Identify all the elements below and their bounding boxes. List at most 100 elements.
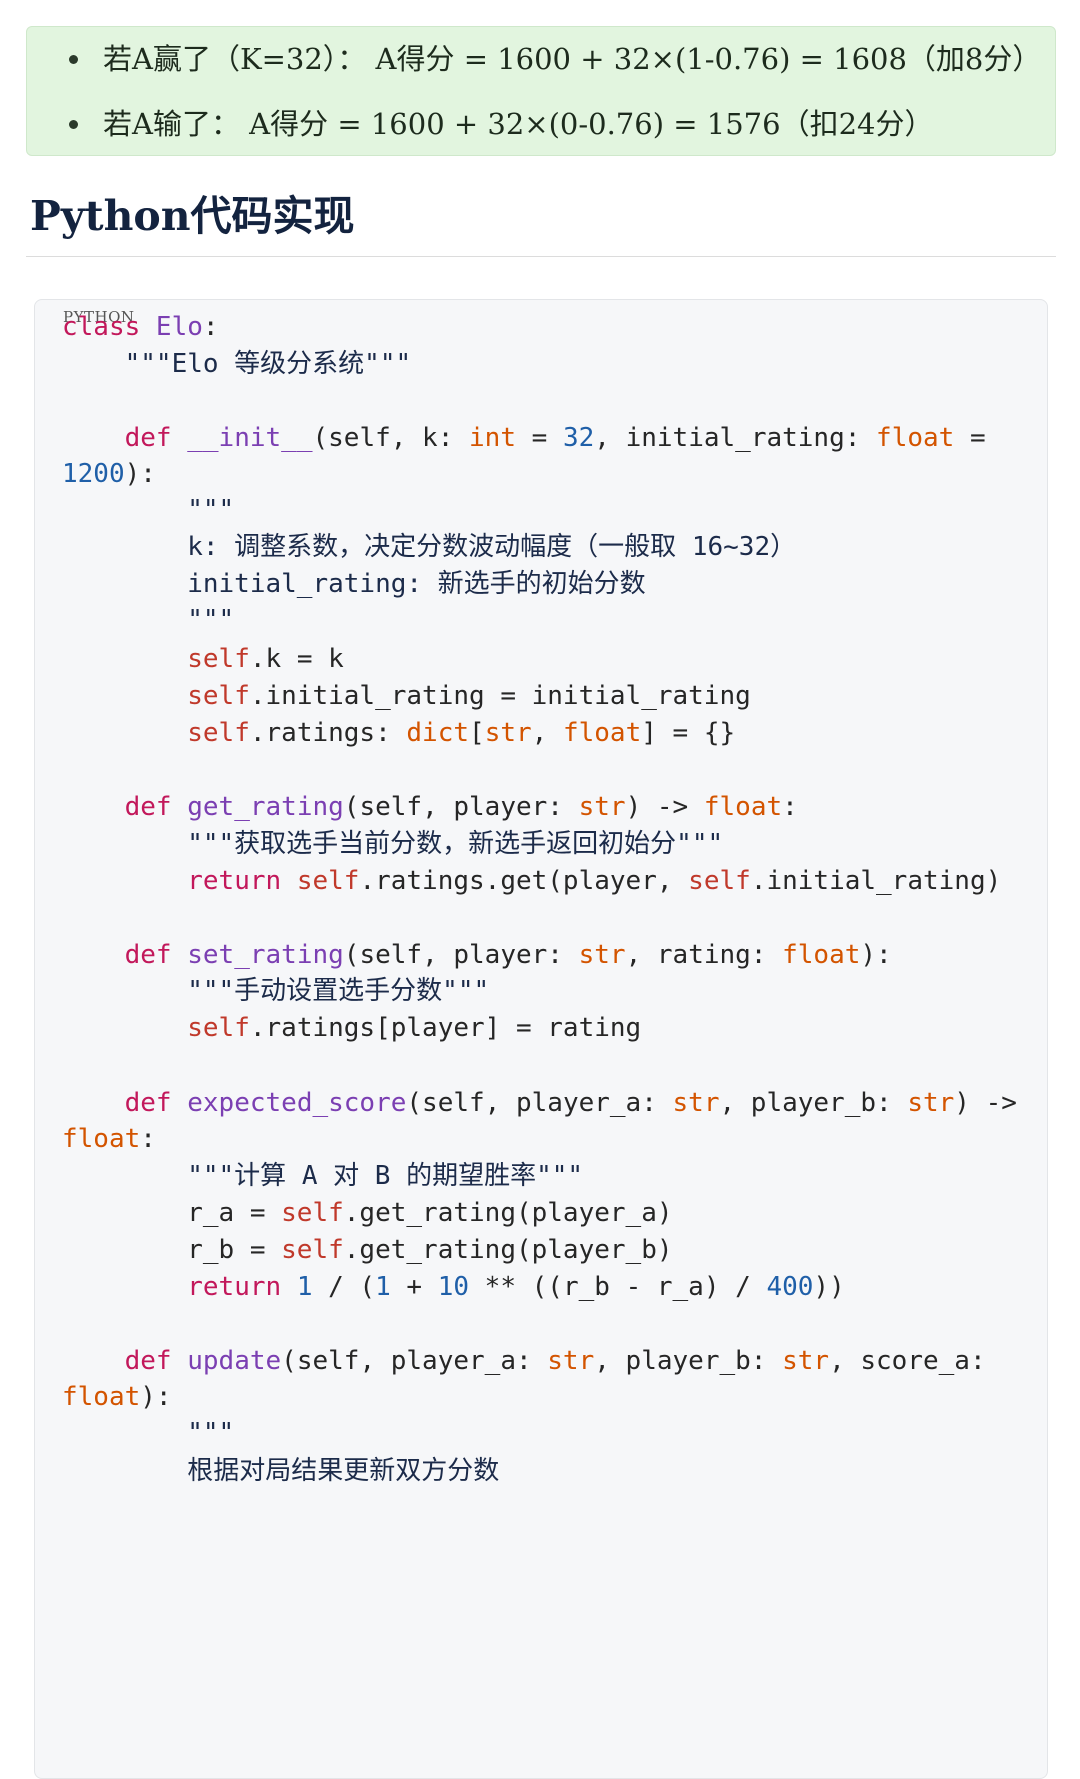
code-token: , initial_rating:	[594, 423, 877, 453]
code-token	[62, 866, 187, 896]
code-token: __init__	[187, 423, 313, 453]
code-token	[62, 792, 125, 822]
code-token: (self, player:	[343, 940, 579, 970]
code-token: ):	[124, 459, 156, 489]
code-token: .ratings.get(player,	[359, 866, 689, 896]
code-token: ** ((r_b - r_a) /	[469, 1272, 767, 1302]
code-token: float	[703, 792, 783, 822]
code-token: =	[516, 423, 563, 453]
code-line: """	[62, 603, 234, 637]
code-token: .initial_rating)	[750, 866, 1002, 896]
code-token: self	[296, 866, 360, 896]
code-line: r_a = self.get_rating(player_a)	[62, 1196, 672, 1230]
code-line: self.ratings: dict[str, float] = {}	[62, 716, 735, 750]
code-block[interactable]: PYTHON class Elo: """Elo 等级分系统""" def __…	[34, 299, 1048, 1779]
code-token: .get_rating(player_b)	[343, 1235, 673, 1265]
code-token: 10	[437, 1272, 470, 1302]
code-token	[62, 681, 187, 711]
code-token: self	[187, 644, 250, 674]
code-token: k: 调整系数，决定分数波动幅度（一般取 16~32）	[62, 532, 797, 562]
code-token: ):	[860, 940, 892, 970]
code-token	[62, 423, 125, 453]
code-token: 400	[766, 1272, 814, 1302]
code-token: str	[578, 792, 626, 822]
code-token: .k = k	[249, 644, 344, 674]
code-token: """	[62, 495, 235, 525]
code-token: ] = {}	[641, 718, 736, 748]
code-token: int	[469, 423, 516, 453]
code-token: str	[484, 718, 532, 748]
code-line: def update(self, player_a: str, player_b…	[62, 1344, 986, 1378]
section-heading: Python代码实现	[30, 192, 355, 240]
code-token: .ratings:	[249, 718, 407, 748]
code-token: initial_rating: 新选手的初始分数	[62, 569, 646, 599]
code-token: str	[672, 1088, 720, 1118]
bullet-dot-icon	[69, 55, 78, 64]
heading-divider	[26, 256, 1056, 257]
code-token: expected_score	[187, 1088, 407, 1118]
code-token: 根据对局结果更新双方分数	[62, 1456, 500, 1486]
code-token: return	[187, 1272, 297, 1302]
code-language-label: PYTHON	[63, 308, 135, 326]
code-token: def	[124, 792, 188, 822]
code-token	[62, 718, 187, 748]
code-token: set_rating	[187, 940, 344, 970]
code-token: float	[62, 1124, 141, 1154]
code-token: Elo	[155, 312, 203, 342]
code-line: def __init__(self, k: int = 32, initial_…	[62, 421, 986, 455]
code-line: def get_rating(self, player: str) -> flo…	[62, 790, 798, 824]
code-line: self.initial_rating = initial_rating	[62, 679, 751, 713]
code-token: float	[562, 718, 642, 748]
code-line: self.ratings[player] = rating	[62, 1011, 641, 1045]
code-token: (self, player_a:	[406, 1088, 673, 1118]
code-token: ) ->	[625, 792, 704, 822]
code-token: float	[876, 423, 955, 453]
code-token: .initial_rating = initial_rating	[249, 681, 751, 711]
code-token	[62, 644, 187, 674]
code-line: """Elo 等级分系统"""	[62, 347, 412, 381]
code-line: def expected_score(self, player_a: str, …	[62, 1086, 1017, 1120]
code-line: float):	[62, 1380, 172, 1414]
code-token: , score_a:	[829, 1346, 986, 1376]
code-token: str	[547, 1346, 595, 1376]
code-line: """	[62, 493, 234, 527]
code-token: self	[187, 1013, 250, 1043]
code-token: self	[688, 866, 751, 896]
code-token: .ratings[player] = rating	[249, 1013, 642, 1043]
code-token: :	[140, 1124, 156, 1154]
code-line: return self.ratings.get(player, self.ini…	[62, 864, 1001, 898]
code-token: def	[124, 1346, 188, 1376]
code-token	[62, 1346, 125, 1376]
code-token: update	[187, 1346, 282, 1376]
code-line: float:	[62, 1122, 156, 1156]
code-line: 根据对局结果更新双方分数	[62, 1454, 499, 1488]
code-token: (self, player:	[343, 792, 579, 822]
code-line: return 1 / (1 + 10 ** ((r_b - r_a) / 400…	[62, 1270, 845, 1304]
code-token: return	[187, 866, 297, 896]
code-token: 1	[375, 1272, 391, 1302]
code-line: initial_rating: 新选手的初始分数	[62, 567, 646, 601]
code-line: class Elo:	[62, 310, 219, 344]
code-token: """计算 A 对 B 的期望胜率"""	[62, 1161, 584, 1191]
code-token: """	[62, 1418, 235, 1448]
code-token: self	[187, 681, 250, 711]
code-token: (self, k:	[312, 423, 470, 453]
code-token: self	[187, 718, 250, 748]
code-token: str	[578, 940, 626, 970]
code-line: k: 调整系数，决定分数波动幅度（一般取 16~32）	[62, 530, 796, 564]
bullet-text: 若A输了： A得分 = 1600 + 32×(0-0.76) = 1576（扣2…	[103, 107, 934, 141]
code-line: 1200):	[62, 457, 156, 491]
code-token: class	[62, 312, 156, 342]
code-token: self	[281, 1198, 344, 1228]
code-token: / (	[312, 1272, 376, 1302]
code-line: """计算 A 对 B 的期望胜率"""	[62, 1159, 583, 1193]
code-line: """手动设置选手分数"""	[62, 974, 489, 1008]
code-token	[62, 1272, 187, 1302]
code-line: self.k = k	[62, 642, 344, 676]
code-token: , rating:	[625, 940, 783, 970]
code-token: def	[124, 1088, 188, 1118]
code-token: """手动设置选手分数"""	[62, 976, 490, 1006]
code-token: 32	[562, 423, 595, 453]
code-line: """获取选手当前分数，新选手返回初始分"""	[62, 827, 723, 861]
code-token: r_a =	[62, 1198, 282, 1228]
